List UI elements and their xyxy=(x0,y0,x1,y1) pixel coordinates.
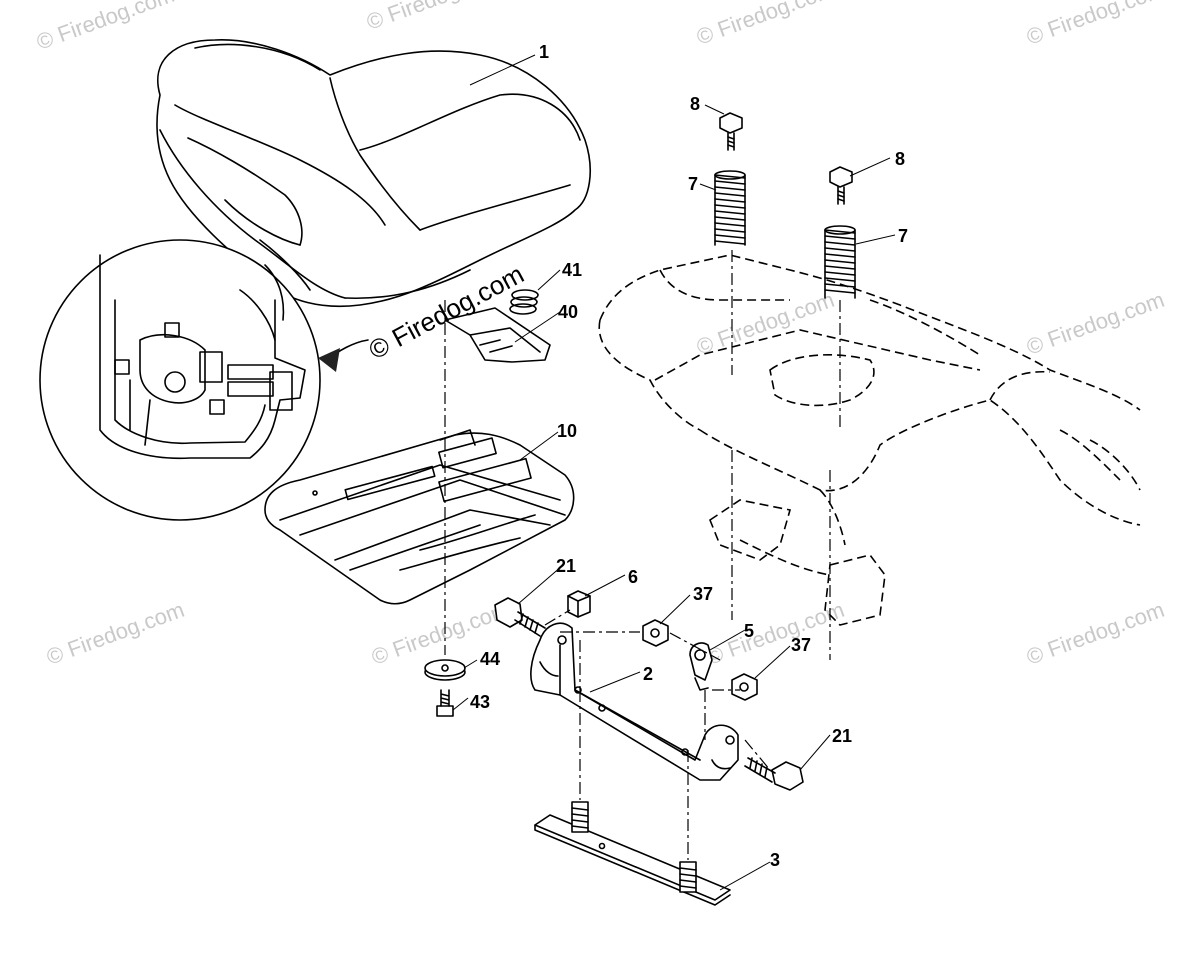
seat xyxy=(156,39,591,308)
callout-7-right: 7 xyxy=(898,226,908,246)
watermark: © Firedog.com xyxy=(363,0,507,35)
callout-40: 40 xyxy=(558,302,578,322)
part-43-screw xyxy=(436,689,454,717)
callout-43: 43 xyxy=(470,692,490,712)
callout-labels: 1 2 3 5 6 7 7 8 8 10 21 21 37 37 40 41 4… xyxy=(470,42,908,870)
part-37-nut-lower xyxy=(731,673,758,701)
watermark: © Firedog.com xyxy=(33,0,177,55)
callout-3: 3 xyxy=(770,850,780,870)
part-21-bolt-right xyxy=(744,757,804,791)
watermark: © Firedog.com xyxy=(43,597,187,670)
callout-8-left: 8 xyxy=(690,94,700,114)
callout-41: 41 xyxy=(562,260,582,280)
part-2-pivot-bracket xyxy=(530,622,739,781)
callout-44: 44 xyxy=(480,649,500,669)
callout-8-right: 8 xyxy=(895,149,905,169)
callout-10: 10 xyxy=(557,421,577,441)
callout-1: 1 xyxy=(539,42,549,62)
part-3-slide-plate xyxy=(534,801,731,906)
callout-37-lower: 37 xyxy=(791,635,811,655)
watermark: © Firedog.com xyxy=(693,287,837,360)
part-8-bolt-right xyxy=(829,166,853,205)
watermark: © Firedog.com xyxy=(693,0,837,50)
part-44-knob xyxy=(424,659,466,681)
fender-outline xyxy=(598,254,1141,626)
part-40-latch-bracket xyxy=(444,307,551,363)
watermark: © Firedog.com xyxy=(1023,0,1167,50)
part-8-bolt-left xyxy=(719,112,743,151)
callout-37-upper: 37 xyxy=(693,584,713,604)
alignment-lines xyxy=(444,250,841,860)
watermark: © Firedog.com xyxy=(1023,597,1167,670)
part-21-bolt-left xyxy=(494,597,546,637)
callout-2: 2 xyxy=(643,664,653,684)
callout-21-left: 21 xyxy=(556,556,576,576)
part-5-switch xyxy=(689,642,713,691)
part-7-spring-left xyxy=(714,170,746,246)
callout-5: 5 xyxy=(744,621,754,641)
callout-21-right: 21 xyxy=(832,726,852,746)
part-7-spring-right xyxy=(824,225,856,299)
detail-inset xyxy=(39,239,369,521)
part-6-nut xyxy=(567,590,591,618)
part-37-nut-upper xyxy=(642,619,669,647)
part-41-spring xyxy=(509,289,539,315)
callout-6: 6 xyxy=(628,567,638,587)
stud xyxy=(679,861,697,893)
watermark: © Firedog.com xyxy=(1023,287,1167,360)
leader-lines xyxy=(452,54,896,891)
stud xyxy=(571,801,589,833)
part-10-seat-pan xyxy=(264,429,575,605)
callout-7-left: 7 xyxy=(688,174,698,194)
